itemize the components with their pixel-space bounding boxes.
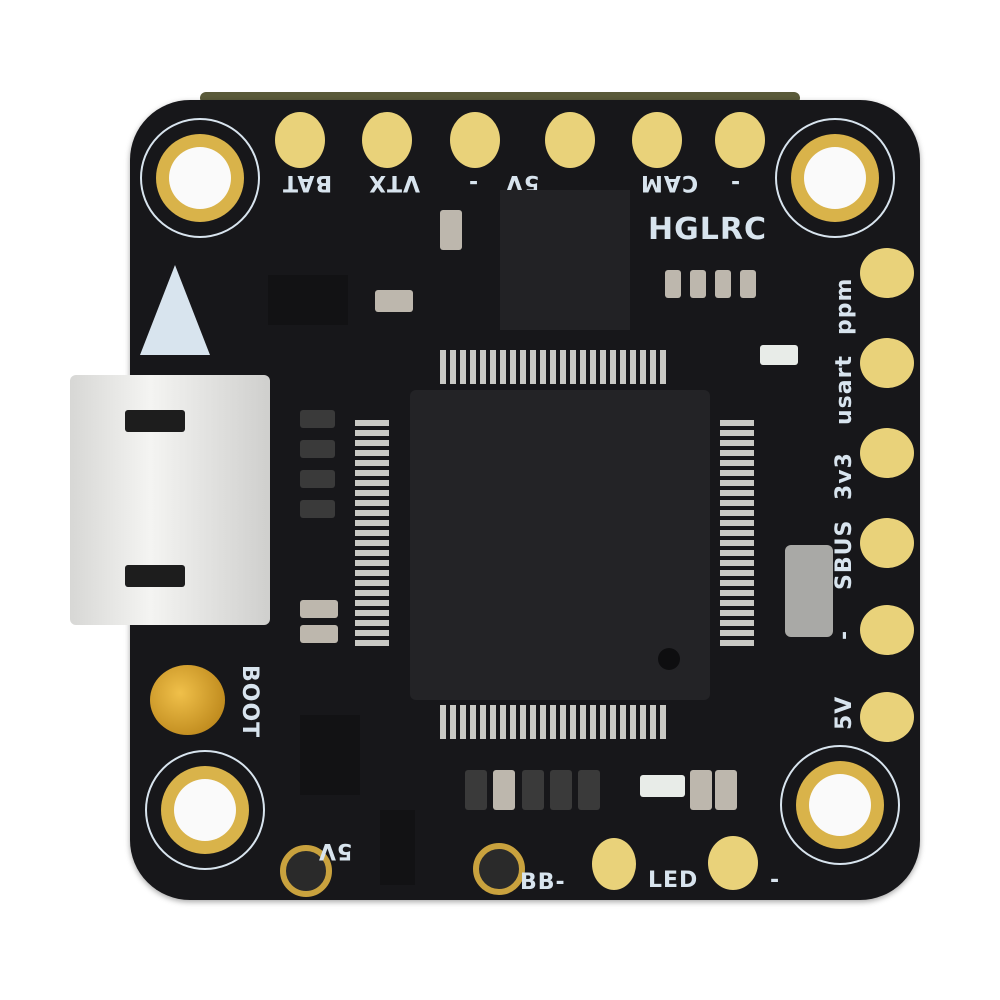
smd-component (300, 625, 338, 643)
smd-component (300, 440, 335, 458)
label-cam: CAM (640, 170, 699, 195)
pad-cam (632, 112, 682, 168)
pad-bat (275, 112, 325, 168)
pad-3v3 (860, 428, 914, 478)
label-gnd-bottom: - (770, 868, 781, 893)
orientation-arrow-icon (140, 265, 210, 355)
mount-hole-bottom-right (780, 745, 900, 865)
smd-component (715, 270, 731, 298)
smd-component (300, 600, 338, 618)
regulator-bottom-left (300, 715, 360, 795)
boot-button[interactable] (150, 665, 225, 735)
smd-component (522, 770, 544, 810)
smd-component (665, 270, 681, 298)
label-sbus: SBUS (832, 519, 857, 590)
crystal-oscillator (785, 545, 833, 637)
label-ppm: ppm (832, 277, 857, 335)
mount-hole-top-left (140, 118, 260, 238)
smd-component (375, 290, 413, 312)
label-bat: BAT (282, 170, 333, 195)
label-led: LED (648, 868, 699, 893)
label-vtx: VTX (368, 170, 420, 195)
label-boot: BOOT (237, 665, 262, 739)
mcu-pins-left (355, 420, 389, 646)
regulator-top-left (268, 275, 348, 325)
pad-bb-minus (592, 838, 636, 890)
status-led (760, 345, 798, 365)
pad-sbus (860, 518, 914, 568)
smd-component (493, 770, 515, 810)
pad-5v-bottom (280, 845, 332, 897)
pad-gnd-top (450, 112, 500, 168)
smd-component (300, 470, 335, 488)
mount-hole-bottom-left (145, 750, 265, 870)
smd-component (465, 770, 487, 810)
transistor-bottom (380, 810, 415, 885)
smd-component (715, 770, 737, 810)
mount-hole-top-right (775, 118, 895, 238)
micro-usb-connector (70, 375, 270, 625)
label-bb: BB- (520, 870, 566, 895)
smd-component (690, 270, 706, 298)
pad-vtx (362, 112, 412, 168)
pad-5v-right (860, 692, 914, 742)
pad-bb-plus (473, 843, 525, 895)
mcu-chip (410, 390, 710, 700)
mcu-pins-top (440, 350, 666, 384)
smd-component (690, 770, 712, 810)
label-5v-right: 5V (832, 695, 857, 730)
label-gnd-top-2: - (730, 170, 741, 195)
smd-component (578, 770, 600, 810)
label-3v3: 3v3 (832, 452, 857, 500)
pad-gnd-right (860, 605, 914, 655)
mcu-pins-right (720, 420, 754, 646)
smd-component (300, 500, 335, 518)
status-led (640, 775, 685, 797)
mcu-pins-bottom (440, 705, 666, 739)
pad-ppm (860, 248, 914, 298)
pad-gnd-top-2 (715, 112, 765, 168)
smd-component (440, 210, 462, 250)
osd-chip (500, 190, 630, 330)
label-gnd-top: - (468, 170, 479, 195)
pad-5v-top (545, 112, 595, 168)
pad-led (708, 836, 758, 890)
smd-component (740, 270, 756, 298)
label-usart: usart (832, 355, 857, 425)
smd-component (300, 410, 335, 428)
pad-usart (860, 338, 914, 388)
label-gnd-right: - (832, 629, 857, 640)
label-5v-bottom: 5V (318, 838, 353, 863)
brand-label: HGLRC (648, 212, 767, 247)
smd-component (550, 770, 572, 810)
